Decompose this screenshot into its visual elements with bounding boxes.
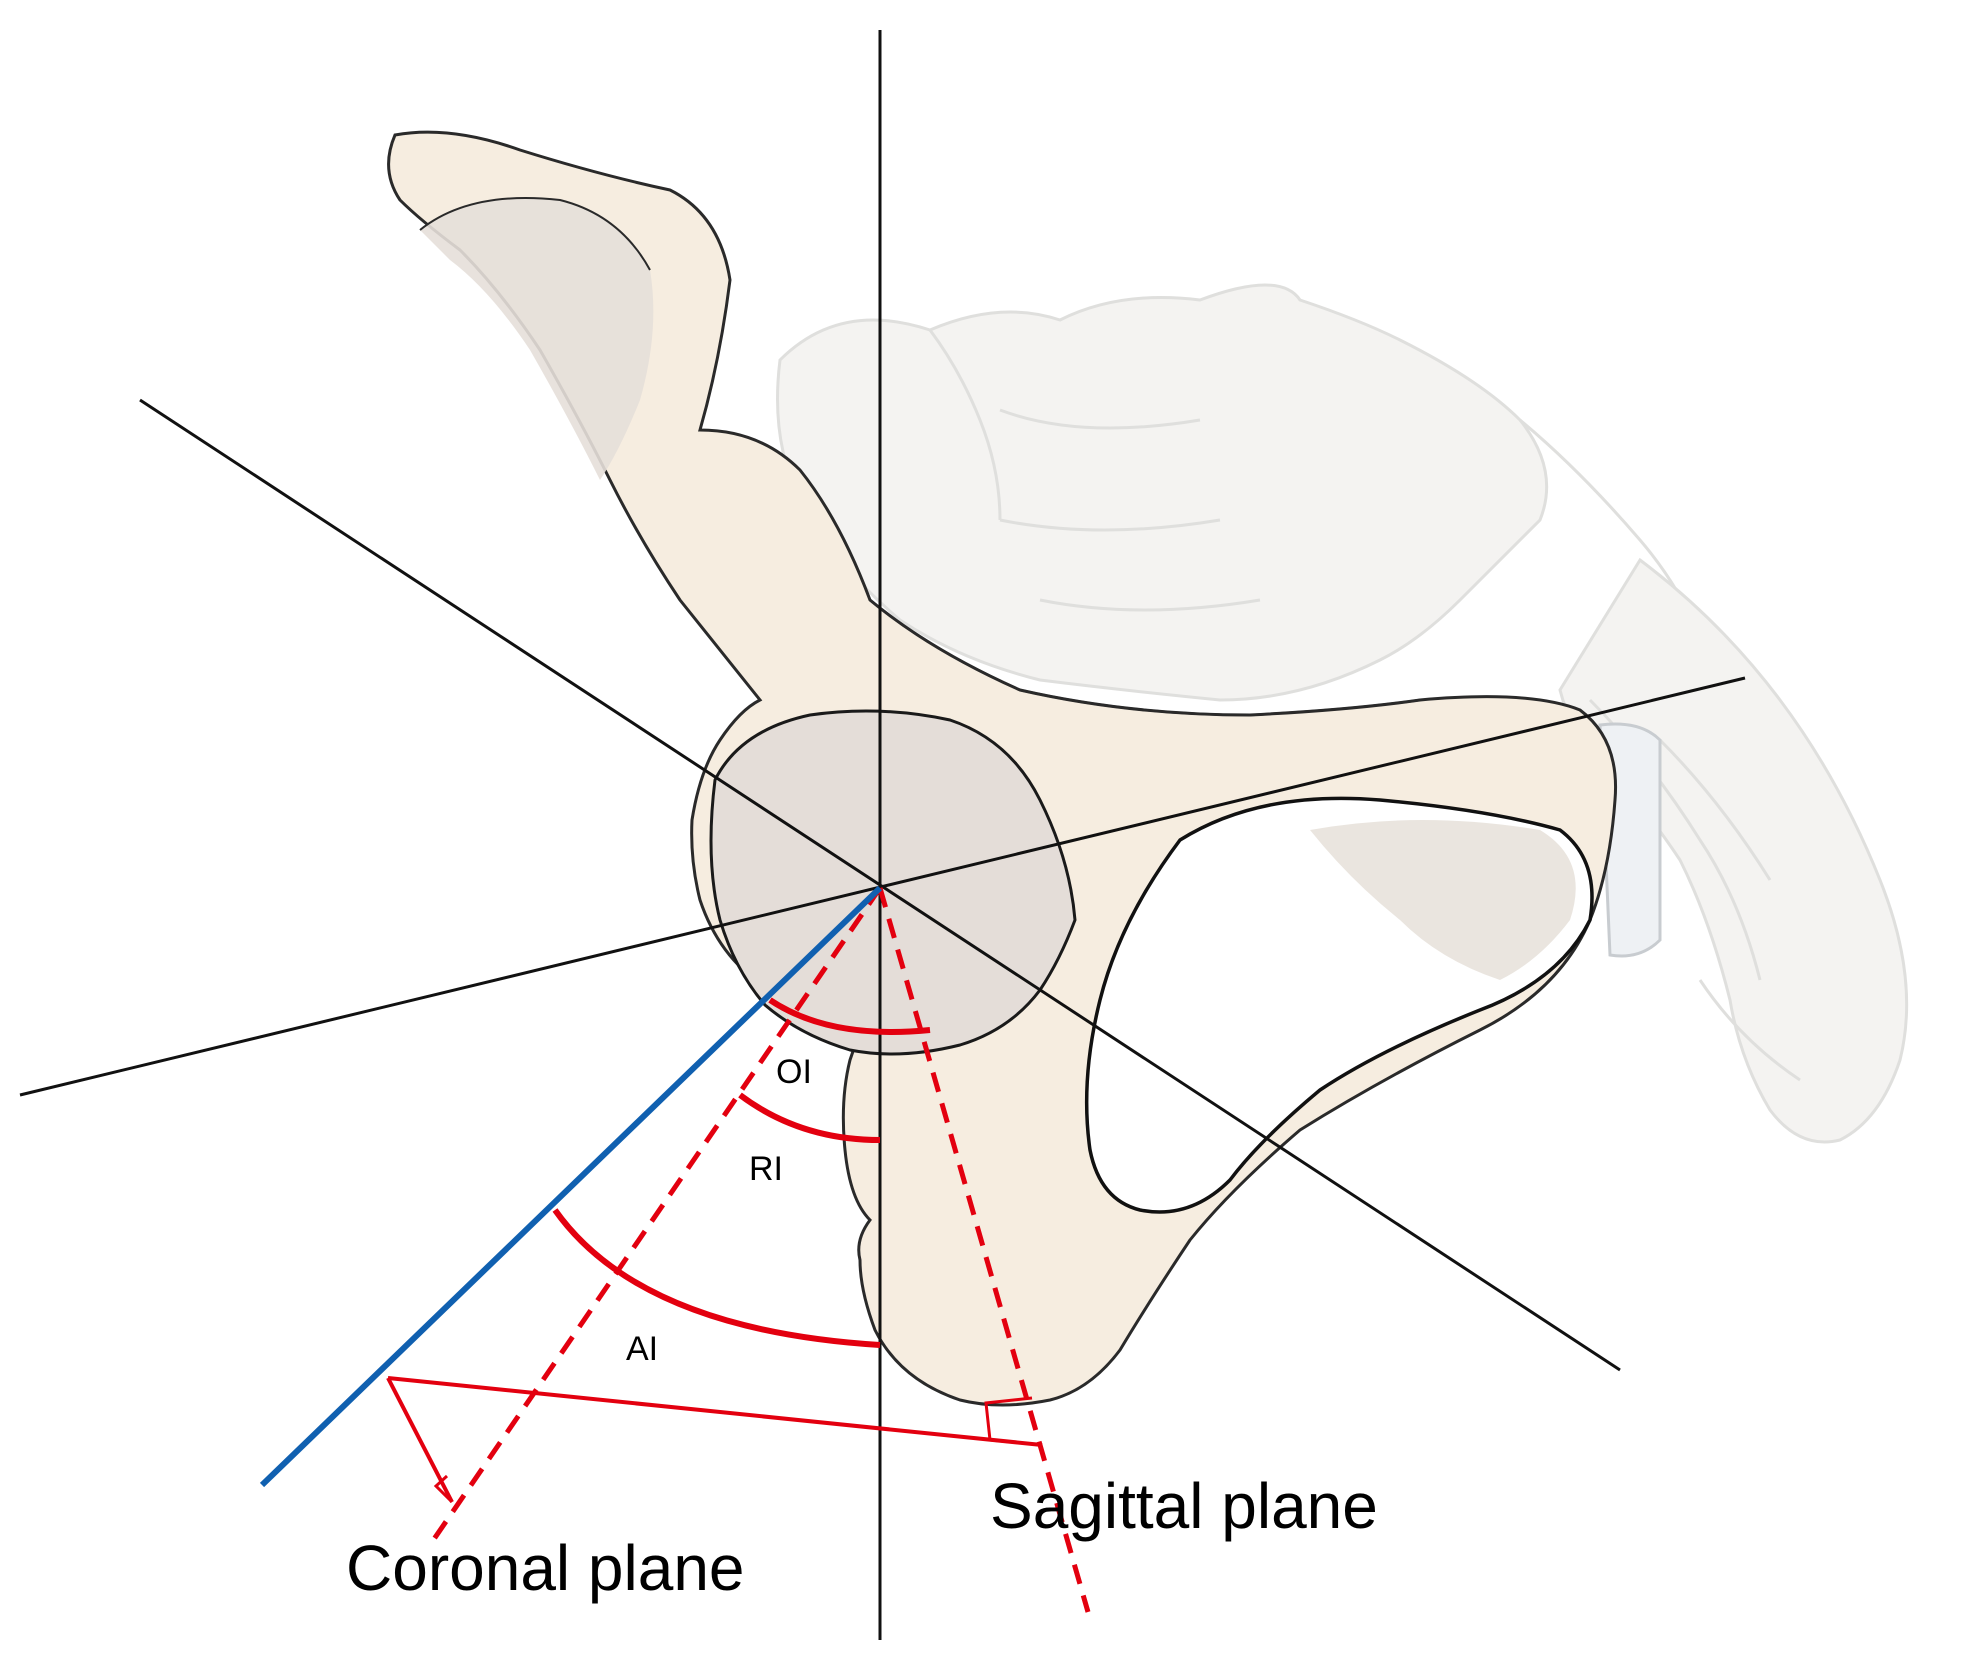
right-angle-icon — [984, 1396, 1043, 1447]
right-angle-icon — [433, 1474, 454, 1504]
perpendicular-to-coronal-line — [386, 1377, 454, 1503]
horizontal-plane-line — [19, 676, 1746, 1097]
iliac-crest-line — [419, 197, 651, 271]
ai-angle-arc — [552, 1208, 881, 1348]
anterior-pelvic-plane-line — [259, 885, 883, 1488]
oi-label: OI — [776, 1053, 812, 1091]
oi-angle-arc — [768, 997, 931, 1035]
axis-lines — [19, 30, 1746, 1640]
iliac-fossa — [420, 198, 654, 480]
coronal-plane-dashed-line — [429, 886, 883, 1544]
sagittal-plane-label: Sagittal plane — [990, 1470, 1378, 1542]
faded-sacrum-spine — [776, 283, 1909, 1144]
ai-label: AI — [626, 1330, 658, 1368]
sagittal-plane-dashed-line — [877, 887, 1091, 1613]
ri-label: RI — [749, 1150, 783, 1188]
coronal-plane-label: Coronal plane — [346, 1532, 745, 1604]
red-construction — [386, 886, 1091, 1613]
obturator-inner-shading — [1310, 820, 1576, 980]
oblique-axis-line — [139, 398, 1621, 1372]
acetabular-rim-line — [387, 1376, 1043, 1447]
pelvic-brim — [869, 599, 1421, 717]
ri-angle-arc — [738, 1092, 881, 1143]
